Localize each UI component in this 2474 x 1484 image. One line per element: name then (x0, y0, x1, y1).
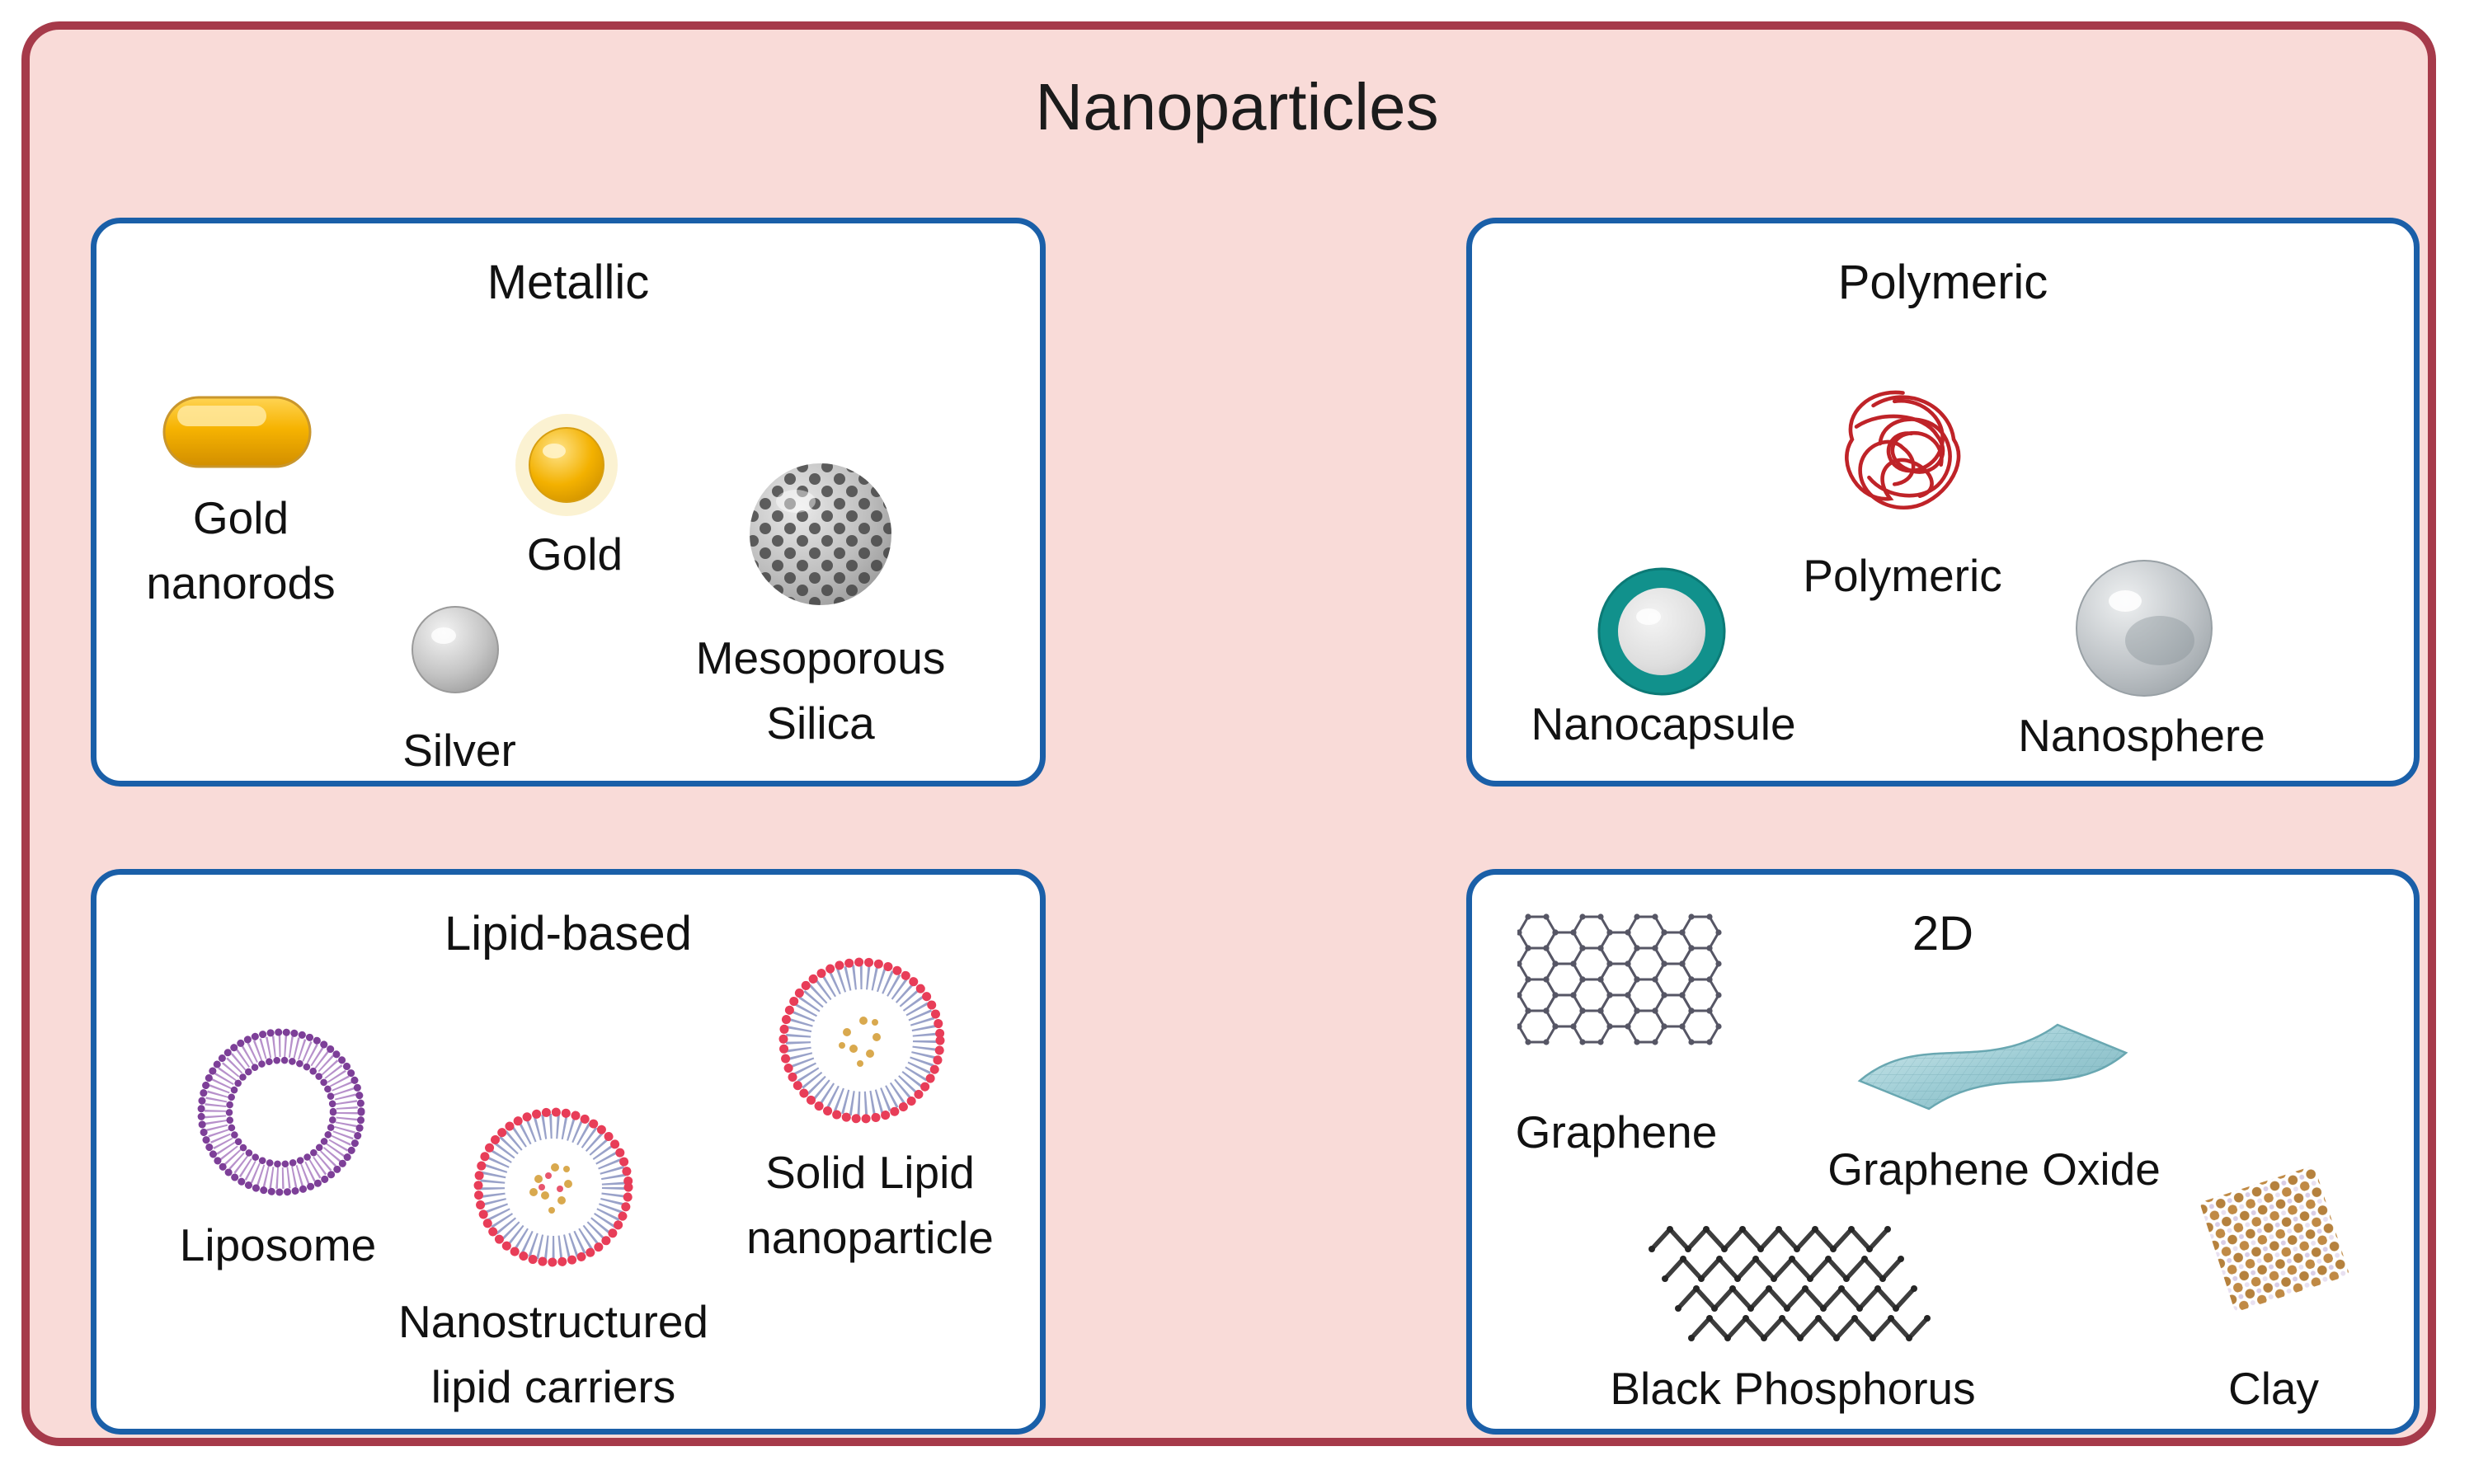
solid-lipid-nanoparticle-icon (774, 953, 949, 1128)
nanostructured-lipid-carriers-label: Nanostructured lipid carriers (397, 1296, 709, 1412)
nanosphere-icon (2071, 555, 2218, 702)
metallic-box: Metallic Gold nanorods (91, 218, 1046, 787)
graphene-oxide-icon (1841, 1000, 2140, 1120)
polymeric-label: Polymeric (1803, 550, 2002, 601)
gold-nanorods-label: Gold nanorods (146, 492, 336, 608)
gold-label: Gold (526, 528, 623, 580)
lipid-based-box: Lipid-based Liposome (91, 869, 1046, 1435)
nanosphere-label: Nanosphere (2018, 710, 2265, 761)
liposome-label: Liposome (179, 1219, 377, 1270)
gold-sphere-icon (513, 411, 620, 519)
nanostructured-lipid-carrier-icon (469, 1103, 638, 1272)
black-phosphorus-label: Black Phosphorus (1610, 1363, 1976, 1414)
graphene-label: Graphene (1515, 1106, 1718, 1158)
polymeric-tangle-icon (1823, 376, 1983, 537)
solid-lipid-nanoparticle-label: Solid Lipid nanoparticle (746, 1147, 994, 1263)
black-phosphorus-icon (1647, 1219, 1952, 1351)
clay-icon (2191, 1165, 2356, 1312)
liposome-icon (189, 1020, 374, 1205)
diagram-title: Nanoparticles (1035, 70, 1439, 143)
silver-label: Silver (402, 725, 516, 776)
silver-sphere-icon (408, 603, 503, 697)
metallic-box-title: Metallic (487, 256, 650, 309)
clay-label: Clay (2227, 1363, 2320, 1414)
mesoporous-silica-label: Mesoporous Silica (695, 632, 946, 749)
nanocapsule-icon (1594, 564, 1729, 699)
polymeric-box: Polymeric Polymeric (1466, 218, 2420, 787)
graphene-oxide-label: Graphene Oxide (1827, 1144, 2161, 1195)
polymeric-box-title: Polymeric (1837, 256, 2048, 309)
two-d-box-title: 2D (1912, 907, 1974, 960)
graphene-icon (1514, 908, 1724, 1048)
two-d-box: 2D (1466, 869, 2420, 1435)
nanocapsule-label: Nanocapsule (1531, 698, 1796, 749)
mesoporous-silica-icon (746, 460, 895, 608)
lipid-based-box-title: Lipid-based (444, 907, 692, 960)
gold-nanorod-icon (161, 392, 313, 472)
